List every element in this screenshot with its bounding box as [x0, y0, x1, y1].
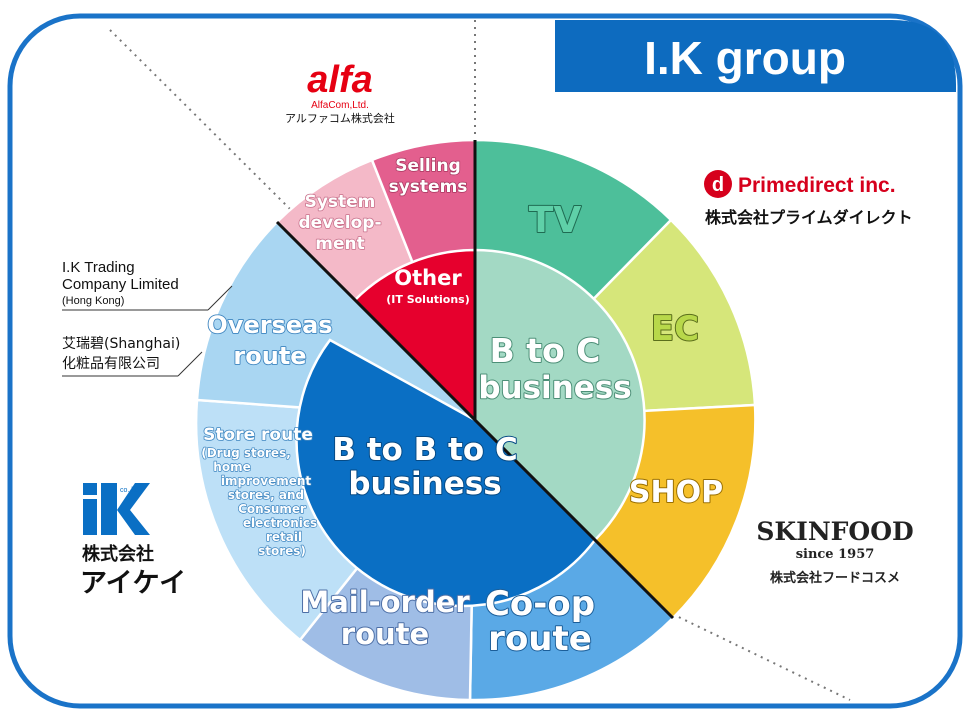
- label-sysdev-line2: develop-: [298, 213, 381, 233]
- primedirect-sub: 株式会社プライムダイレクト: [705, 208, 913, 227]
- alfa-logo-sub2: アルファコム株式会社: [285, 111, 395, 125]
- label-overseas-line2: route: [233, 342, 306, 370]
- header-title: I.K group: [644, 32, 846, 84]
- label-shop: SHOP: [629, 475, 723, 510]
- label-store-line9: stores): [258, 544, 306, 558]
- segment-overseas[interactable]: [195, 220, 479, 422]
- ik-mark-i-dot: [83, 483, 97, 495]
- shanghai-line1: 艾瑞碧(Shanghai): [62, 336, 180, 352]
- label-sysdev-line1: System: [305, 192, 376, 212]
- header-banner: [555, 20, 956, 92]
- label-store-line1: Store route: [203, 425, 313, 445]
- hub-btoc[interactable]: [473, 248, 646, 542]
- skinfood-sub: 株式会社フードコスメ: [770, 570, 900, 586]
- label-coop: Co-op route: [484, 583, 596, 660]
- skinfood-name: SKINFOOD: [756, 517, 913, 546]
- label-btoc: B to C business: [477, 330, 632, 407]
- label-btobtoc: B to B to C business: [331, 431, 518, 503]
- hub-btobtoc[interactable]: [295, 338, 597, 608]
- label-mailorder-line2: route: [341, 617, 429, 651]
- label-btobtoc-line1: B to B to C: [332, 432, 517, 468]
- alfa-logo-mark: alfa: [307, 59, 372, 101]
- primedirect-logo: d Primedirect inc. 株式会社プライムダイレクト: [704, 170, 913, 227]
- hk-line1: I.K Trading: [62, 259, 135, 276]
- ik-sub1: 株式会社: [82, 543, 154, 565]
- ik-mark-small: co.,ltd: [120, 487, 139, 494]
- label-mailorder-line1: Mail-order: [300, 585, 470, 619]
- hk-line2: Company Limited: [62, 276, 179, 293]
- label-store-route: Store route (Drug stores, home improveme…: [201, 424, 318, 559]
- skinfood-since: since 1957: [796, 547, 875, 562]
- shanghai-leader-diag: [177, 351, 203, 377]
- hk-label: I.K Trading Company Limited (Hong Kong): [62, 259, 233, 311]
- label-overseas-line1: Overseas: [207, 311, 332, 339]
- label-other-line2: (IT Solutions): [386, 293, 470, 306]
- label-overseas: Overseas route: [206, 310, 333, 371]
- ik-mark-k-arm: [117, 483, 150, 535]
- label-selling-line1: Selling: [395, 156, 461, 176]
- divider-line-topleft: [109, 29, 294, 213]
- hk-line3: (Hong Kong): [62, 295, 124, 307]
- label-store-line7: electronics: [243, 516, 317, 530]
- hub-other[interactable]: [353, 248, 477, 424]
- label-btobtoc-line2: business: [348, 466, 501, 502]
- label-store-line6: Consumer: [238, 502, 306, 516]
- label-selling-line2: systems: [389, 177, 468, 197]
- label-coop-line1: Co-op: [485, 584, 595, 624]
- label-store-line3: home: [213, 460, 250, 474]
- primedirect-mark: d: [712, 174, 724, 196]
- label-other-line1: Other: [394, 266, 462, 290]
- ik-logo: co.,ltd ik 株式会社 アイケイ: [80, 483, 186, 599]
- inner-hub: [295, 248, 646, 608]
- ik-mark-i: [83, 499, 97, 535]
- label-mailorder: Mail-order route: [299, 584, 471, 652]
- label-store-line8: retail: [266, 530, 302, 544]
- label-ec: EC: [651, 309, 699, 349]
- divider-line-bottomright: [659, 607, 851, 701]
- label-store-line4: improvement: [221, 474, 312, 488]
- shanghai-label: 艾瑞碧(Shanghai) 化粧品有限公司: [62, 336, 203, 377]
- label-coop-line2: route: [488, 619, 592, 659]
- ik-mark-k: [101, 483, 117, 535]
- label-btoc-line2: business: [478, 370, 631, 406]
- primedirect-name: Primedirect inc.: [738, 174, 896, 197]
- ik-sub2: アイケイ: [80, 568, 186, 599]
- primedirect-mark-icon: [704, 170, 732, 198]
- label-other: Other (IT Solutions): [386, 266, 470, 306]
- hk-leader-diag: [207, 285, 233, 311]
- label-btoc-line1: B to C: [490, 331, 601, 370]
- alfa-logo: alfa AlfaCom,Ltd. アルファコム株式会社: [285, 59, 395, 125]
- label-sysdev-line3: ment: [315, 234, 364, 254]
- ik-mark: ik: [155, 529, 156, 531]
- label-tv: TV: [529, 200, 582, 241]
- label-store-line5: stores, and: [228, 488, 304, 502]
- alfa-logo-sub1: AlfaCom,Ltd.: [311, 100, 369, 111]
- shanghai-line2: 化粧品有限公司: [62, 356, 160, 372]
- label-store-line2: (Drug stores,: [201, 446, 291, 460]
- skinfood-logo: SKINFOOD since 1957 株式会社フードコスメ: [756, 517, 913, 586]
- label-selling-systems: Selling systems: [388, 155, 468, 198]
- label-system-development: System develop- ment: [298, 191, 383, 255]
